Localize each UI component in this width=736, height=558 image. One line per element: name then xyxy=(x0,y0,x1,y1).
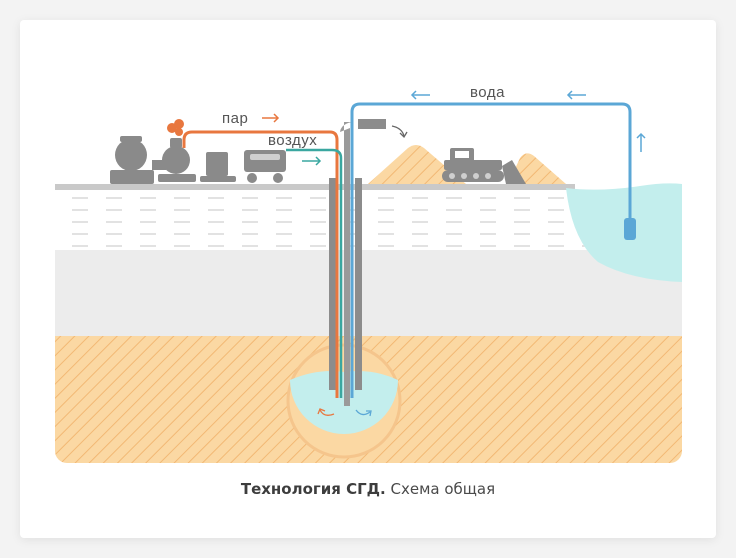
discharge-nozzle xyxy=(358,119,386,129)
sand-pile-small xyxy=(508,153,566,184)
water-pump-intake xyxy=(624,218,636,240)
clay-layer xyxy=(55,250,682,336)
bulldozer-icon xyxy=(442,148,526,184)
water-arrow-left-icon xyxy=(410,90,430,100)
water-arrow-right-icon xyxy=(566,90,586,100)
borehole-casing-right xyxy=(355,178,362,390)
borehole-casing-left xyxy=(329,178,336,390)
cavity-water-circulation-icon xyxy=(355,409,372,417)
steam-arrow-icon xyxy=(262,113,280,123)
air-pipe xyxy=(286,148,343,398)
air-arrow-icon xyxy=(302,156,322,166)
central-pipe xyxy=(340,122,352,406)
steam-pipe xyxy=(182,130,339,398)
surface-equipment xyxy=(110,136,286,184)
ground-surface xyxy=(55,184,575,190)
water-arrow-up-icon xyxy=(636,132,646,152)
steam-puff-icon xyxy=(167,119,184,136)
figure-caption: Технология СГД. Схема общая xyxy=(0,480,736,498)
cavity-steam-circulation-icon xyxy=(317,408,335,416)
caption-title: Технология СГД. xyxy=(240,480,386,498)
water-pipe xyxy=(350,102,632,398)
air-label: воздух xyxy=(268,132,317,149)
steam-label: пар xyxy=(222,110,248,127)
caption-subtitle: Схема общая xyxy=(390,480,496,498)
discharge-arrow-icon xyxy=(391,125,408,139)
water-label: вода xyxy=(470,84,505,101)
sand-pile-large xyxy=(368,145,466,184)
